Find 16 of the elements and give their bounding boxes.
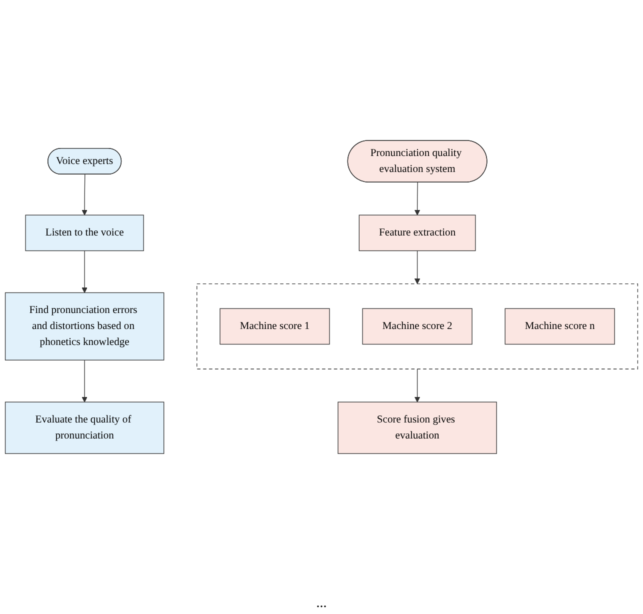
arrow — [82, 360, 88, 402]
cluster — [196, 283, 638, 370]
arrow — [414, 182, 420, 216]
ellipsis-note: ... — [316, 596, 327, 612]
arrow — [82, 174, 88, 216]
node-box: Find pronunciation errors and distortions based on phonetics knowledge — [4, 292, 164, 360]
arrow — [82, 250, 88, 293]
node-box: Machine score n — [504, 308, 615, 345]
node-box: Listen to the voice — [25, 214, 144, 252]
arrow — [414, 368, 420, 402]
node-box: Score fusion gives evaluation — [338, 402, 497, 454]
node-box: Machine score 1 — [220, 308, 330, 345]
node-box: Evaluate the quality of pronunciation — [4, 402, 164, 454]
arrow — [414, 250, 420, 284]
node-box: Feature extraction — [358, 214, 476, 252]
node-box: Machine score 2 — [362, 308, 472, 345]
